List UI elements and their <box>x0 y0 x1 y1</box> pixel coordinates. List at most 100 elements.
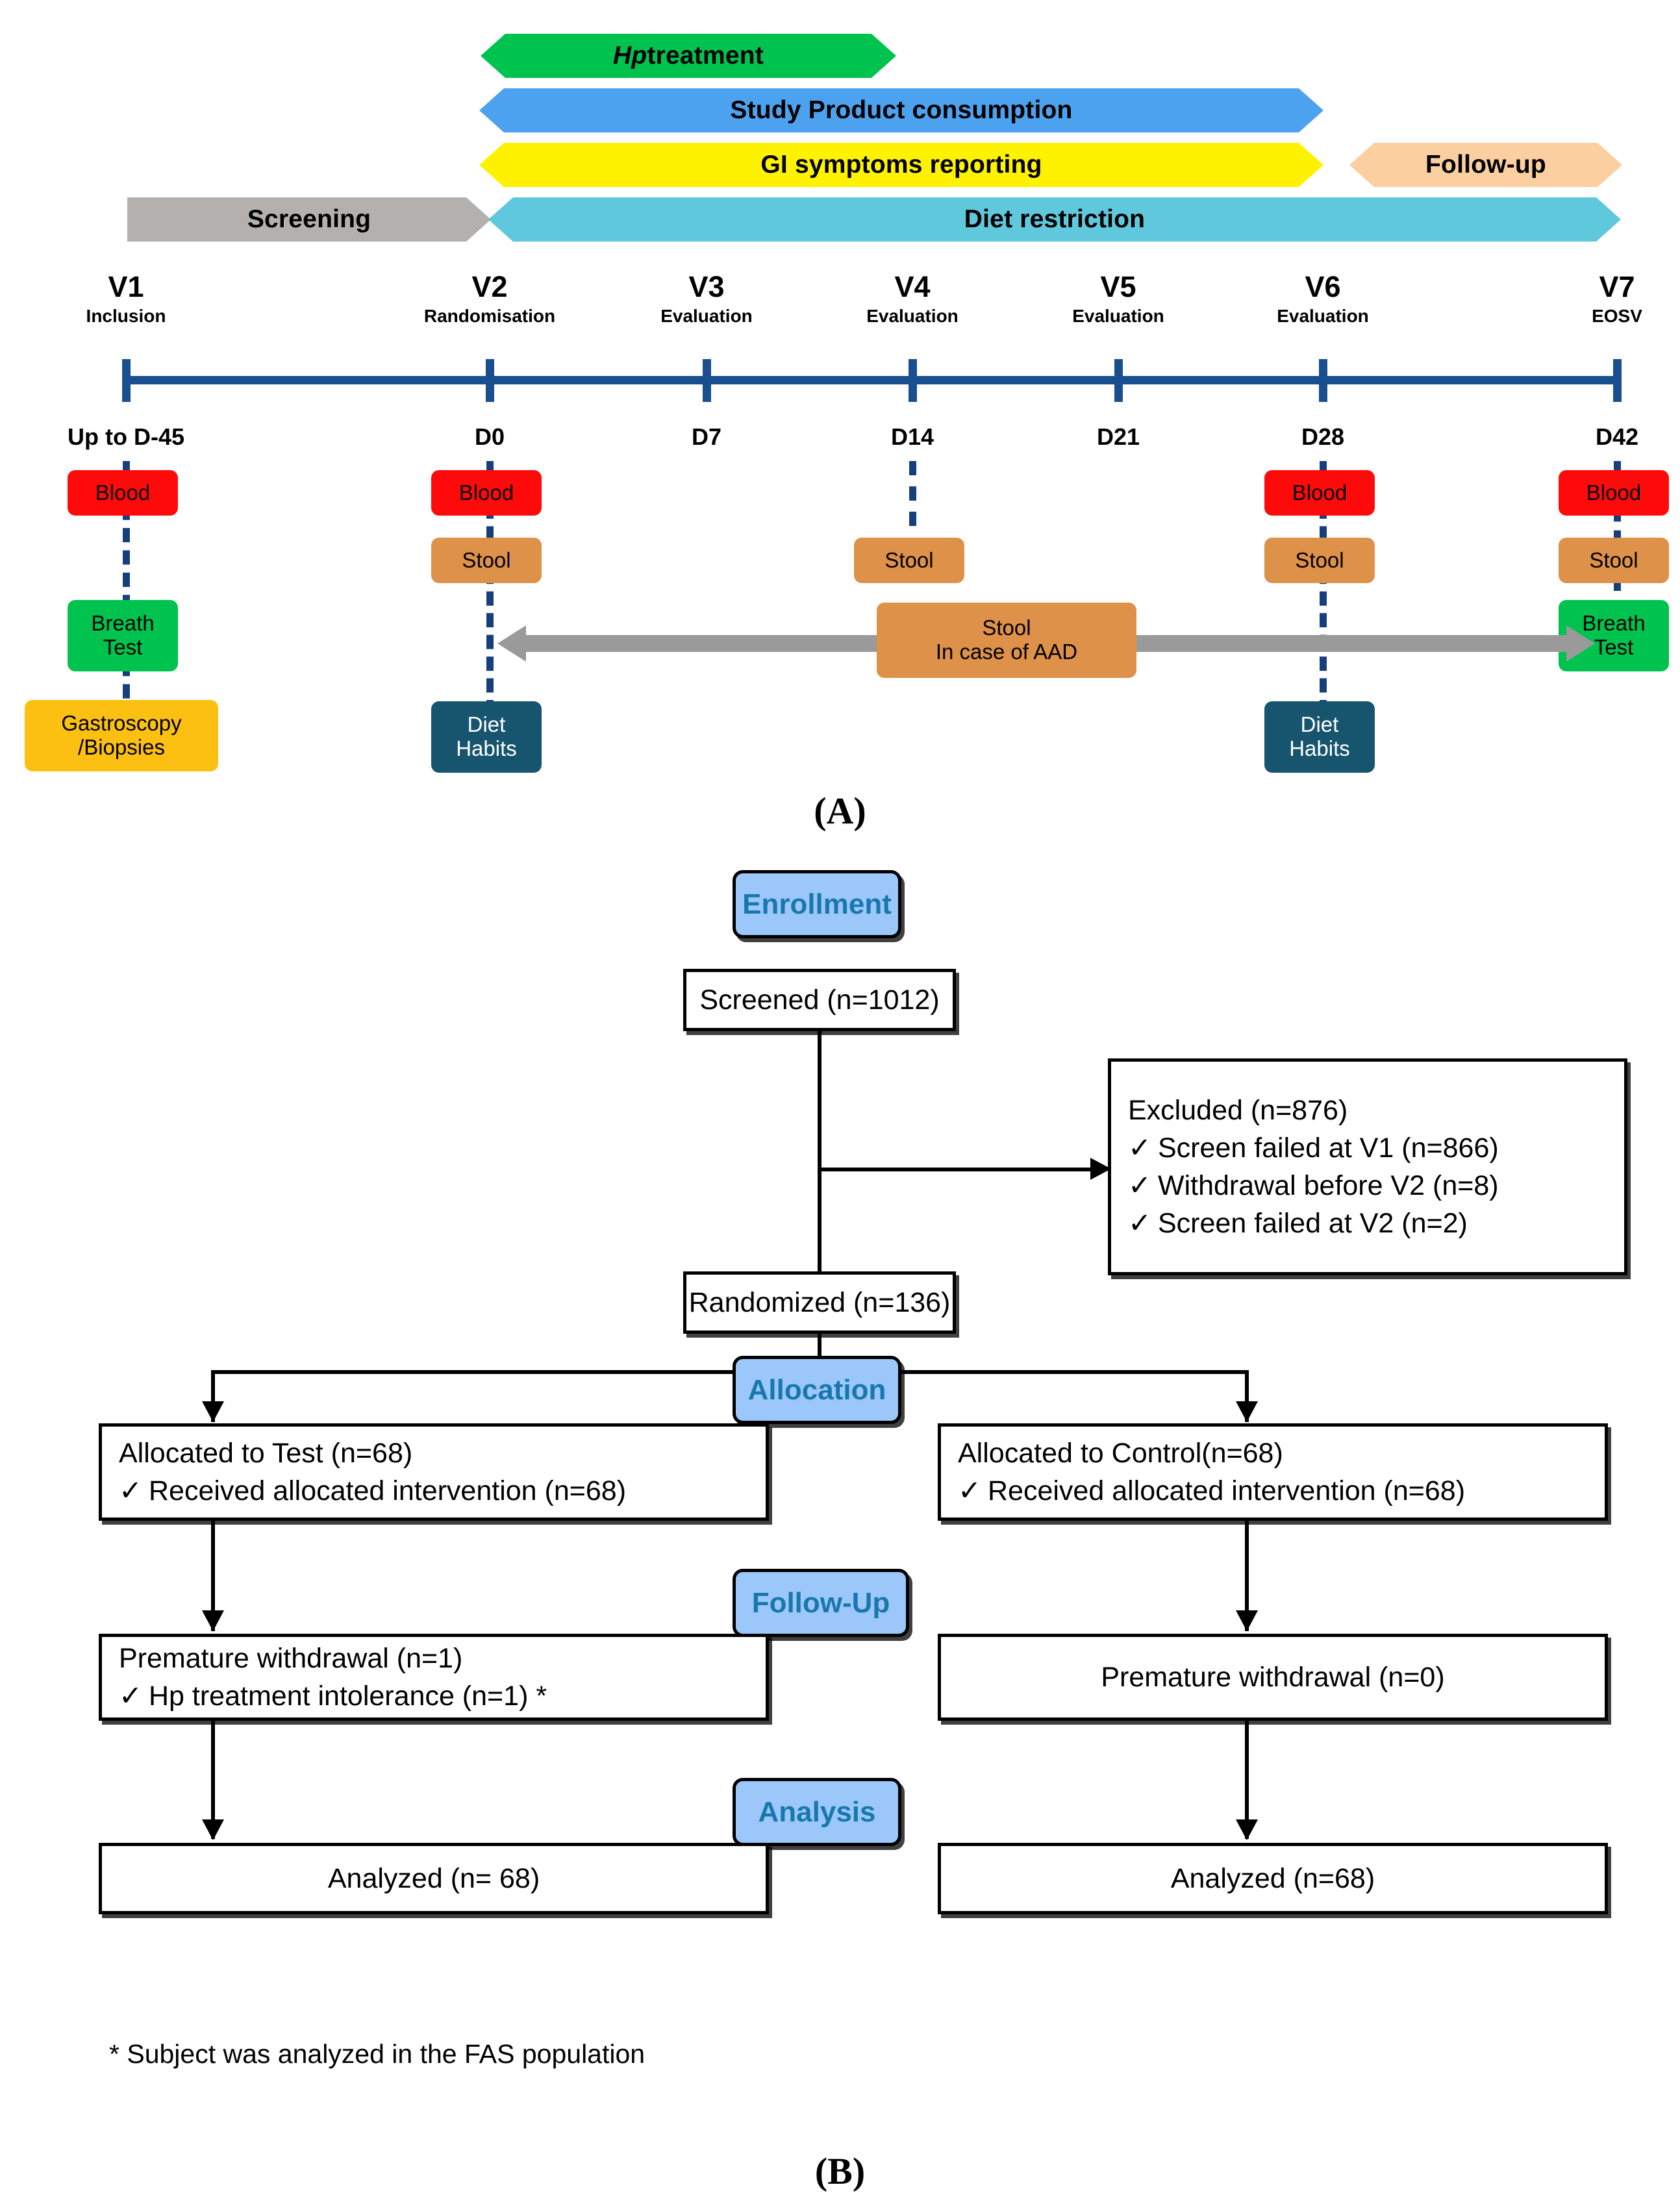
box-analyzed-control-text: Analyzed (n=68) <box>1170 1862 1375 1894</box>
box-analyzed-test-text: Analyzed (n= 68) <box>327 1862 540 1894</box>
gastro-line2: /Biopsies <box>78 735 165 759</box>
aad-line1: Stool <box>982 616 1031 640</box>
arrow-test-followup <box>202 1610 224 1631</box>
box-allocated-test-item-0: ✓Received allocated intervention (n=68) <box>119 1472 626 1510</box>
breath-line1: Breath <box>91 611 155 636</box>
arrow-to-excluded <box>1090 1158 1111 1180</box>
banner-screening: Screening <box>127 197 491 242</box>
box-allocated-control-item-0: ✓Received allocated intervention (n=68) <box>958 1472 1465 1510</box>
connector-randomized-down <box>818 1334 821 1370</box>
sample-blood-v1: Blood <box>68 470 178 516</box>
box-randomized-text: Randomized (n=136) <box>688 1286 951 1318</box>
sample-stool-v2: Stool <box>431 538 542 583</box>
timeline-tick-v7 <box>1613 359 1622 402</box>
check-icon: ✓ <box>1128 1170 1152 1201</box>
box-allocated-control-title: Allocated to Control(n=68) <box>958 1437 1283 1469</box>
sample-blood-v6: Blood <box>1264 470 1375 516</box>
box-randomized: Randomized (n=136) <box>683 1271 956 1334</box>
box-analyzed-test: Analyzed (n= 68) <box>99 1843 769 1914</box>
timeline-tick-v4 <box>909 359 917 402</box>
arrow-test-analysis <box>202 1819 224 1840</box>
check-icon: ✓ <box>1128 1132 1152 1164</box>
timeline-tick-v1 <box>122 359 131 402</box>
sample-blood-v2: Blood <box>431 470 542 516</box>
gastro-line1: Gastroscopy <box>61 711 182 736</box>
box-excluded-item-0: ✓Screen failed at V1 (n=866) <box>1128 1129 1499 1167</box>
diet-v6-line2: Habits <box>1289 736 1350 760</box>
connector-right-arm-down <box>1245 1370 1249 1422</box>
consort-flow-diagram-panel: Enrollment Screened (n=1012) Excluded (n… <box>0 857 1680 2211</box>
stage-follow-up: Follow-Up <box>733 1569 909 1637</box>
timeline-tick-v6 <box>1319 359 1327 402</box>
connector-test-to-followup <box>211 1521 215 1631</box>
visit-v1-name: V1 <box>108 270 144 303</box>
visit-v3-sub: Evaluation <box>660 306 753 327</box>
connector-test-to-analysis <box>211 1721 215 1839</box>
stage-enrollment: Enrollment <box>733 870 901 938</box>
visit-v4-sub: Evaluation <box>866 306 959 327</box>
box-withdrawal-test-item-0: ✓Hp treatment intolerance (n=1) * <box>119 1677 547 1715</box>
connector-left-arm-down <box>211 1370 215 1422</box>
connector-to-excluded <box>818 1168 1090 1171</box>
visit-v5-sub: Evaluation <box>1072 306 1164 327</box>
dashed-connector-v6 <box>1320 461 1327 714</box>
banner-hp-rest: treatment <box>647 42 764 69</box>
arrow-left-arm <box>202 1401 224 1422</box>
box-excluded-item-2: ✓Screen failed at V2 (n=2) <box>1128 1205 1468 1242</box>
banner-study-product-consumption: Study Product consumption <box>479 88 1323 132</box>
breath-line2: Test <box>103 635 143 659</box>
box-allocated-test: Allocated to Test (n=68) ✓Received alloc… <box>99 1423 769 1521</box>
connector-screened-randomized <box>818 1031 821 1271</box>
day-label-v7: D42 <box>1595 423 1639 450</box>
banner-hp-italic: Hp <box>613 42 647 69</box>
banner-diet-restriction: Diet restriction <box>488 197 1621 242</box>
visit-v7: V7 EOSV <box>1520 271 1680 329</box>
dashed-connector-v4 <box>909 461 916 526</box>
box-allocated-control: Allocated to Control(n=68) ✓Received all… <box>938 1423 1608 1521</box>
box-screened: Screened (n=1012) <box>683 969 956 1031</box>
visit-v1: V1 Inclusion <box>29 271 223 329</box>
box-withdrawal-test-title: Premature withdrawal (n=1) <box>119 1642 463 1674</box>
visit-v3-name: V3 <box>688 270 725 303</box>
breath-v7-line1: Breath <box>1582 611 1646 636</box>
visit-v4: V4 Evaluation <box>815 271 1010 329</box>
diet-v2-line1: Diet <box>467 712 506 737</box>
stage-analysis: Analysis <box>733 1778 901 1846</box>
sample-gastroscopy-biopsies-v1: Gastroscopy/Biopsies <box>25 700 218 771</box>
visit-v2-sub: Randomisation <box>423 306 556 327</box>
dashed-connector-v1 <box>123 461 130 721</box>
arrow-control-followup <box>1236 1610 1258 1631</box>
box-excluded: Excluded (n=876) ✓Screen failed at V1 (n… <box>1108 1058 1627 1275</box>
aad-line2: In case of AAD <box>935 640 1078 664</box>
panel-a-label: (A) <box>814 790 866 832</box>
timeline-tick-v2 <box>486 359 494 402</box>
diet-v2-line2: Habits <box>456 736 517 760</box>
day-label-v4: D14 <box>890 423 934 450</box>
sample-stool-v4: Stool <box>854 538 964 583</box>
visit-v1-sub: Inclusion <box>86 306 166 327</box>
box-analyzed-control: Analyzed (n=68) <box>938 1843 1608 1914</box>
visit-v6-sub: Evaluation <box>1277 306 1369 327</box>
box-screened-text: Screened (n=1012) <box>699 984 940 1016</box>
study-design-timeline-panel: Hp treatment Study Product consumption G… <box>0 0 1680 857</box>
connector-control-to-followup <box>1245 1521 1249 1631</box>
check-icon: ✓ <box>1128 1208 1152 1240</box>
visit-v5: V5 Evaluation <box>1021 271 1216 329</box>
day-label-v6: D28 <box>1301 423 1345 450</box>
box-excluded-item-1: ✓Withdrawal before V2 (n=8) <box>1128 1167 1499 1205</box>
box-allocated-test-title: Allocated to Test (n=68) <box>119 1437 413 1469</box>
arrow-control-analysis <box>1236 1819 1258 1840</box>
diet-v6-line1: Diet <box>1300 712 1339 737</box>
box-withdrawal-control-title: Premature withdrawal (n=0) <box>1101 1661 1445 1693</box>
day-label-v2: D0 <box>474 423 505 450</box>
check-icon: ✓ <box>119 1475 143 1506</box>
box-withdrawal-control: Premature withdrawal (n=0) <box>938 1634 1608 1721</box>
banner-gi-symptoms-reporting: GI symptoms reporting <box>479 143 1323 187</box>
dashed-connector-v7 <box>1614 461 1621 591</box>
timeline-tick-v3 <box>703 359 711 402</box>
footnote-fas-population: * Subject was analyzed in the FAS popula… <box>109 2039 646 2069</box>
connector-control-to-analysis <box>1245 1721 1249 1839</box>
